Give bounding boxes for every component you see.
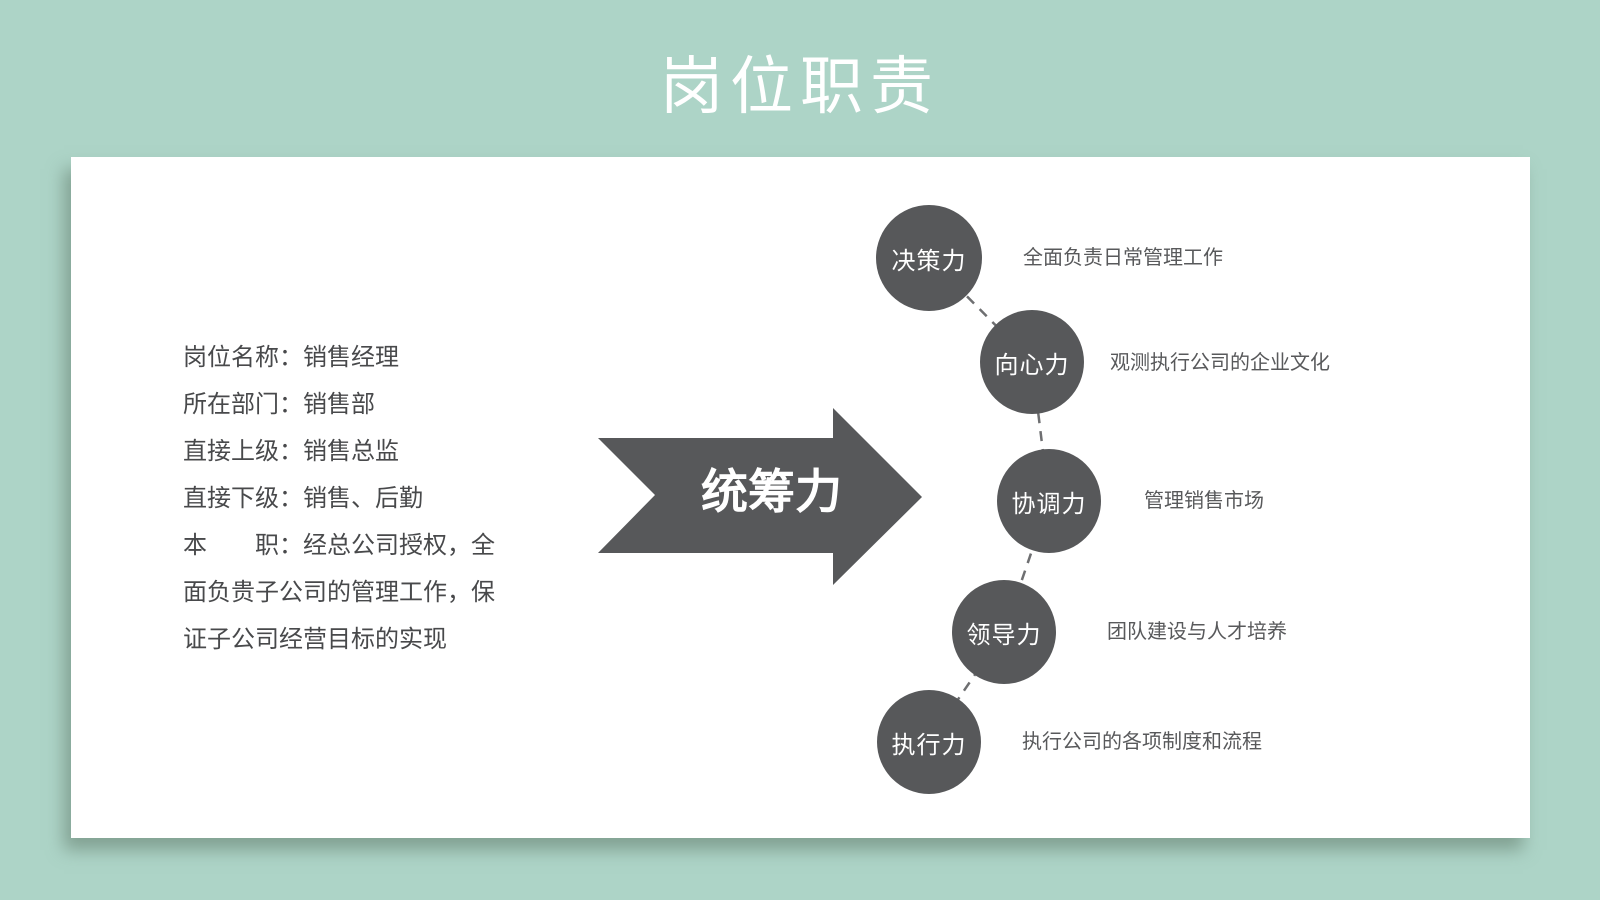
ability-circle-label: 执行力	[891, 731, 967, 759]
ability-desc: 管理销售市场	[1144, 490, 1264, 512]
ability-circle-lingdao: 领导力	[952, 580, 1056, 684]
position-info-text: 岗位名称：销售经理 所在部门：销售部 直接上级：销售总监 直接下级：销售、后勤 …	[183, 344, 495, 653]
ability-circle-label: 领导力	[966, 621, 1042, 649]
ability-desc: 执行公司的各项制度和流程	[1022, 731, 1262, 753]
ability-desc: 团队建设与人才培养	[1107, 621, 1287, 643]
ability-circle-zhixing: 执行力	[877, 690, 981, 794]
ability-circle-xietiao: 协调力	[997, 449, 1101, 553]
ability-desc: 观测执行公司的企业文化	[1110, 352, 1330, 374]
ability-desc: 全面负责日常管理工作	[1023, 247, 1223, 269]
ability-circle-label: 决策力	[891, 247, 967, 275]
ability-circle-juece: 决策力	[876, 205, 982, 311]
content-card: 岗位名称：销售经理 所在部门：销售部 直接上级：销售总监 直接下级：销售、后勤 …	[71, 157, 1530, 838]
ability-circle-label: 向心力	[994, 351, 1070, 379]
ability-circle-xiangxin: 向心力	[980, 310, 1084, 414]
page-title: 岗位职责	[660, 52, 940, 122]
ability-circle-label: 协调力	[1011, 490, 1087, 518]
arrow-label: 统筹力	[701, 465, 842, 518]
arrow-shape	[598, 408, 922, 585]
